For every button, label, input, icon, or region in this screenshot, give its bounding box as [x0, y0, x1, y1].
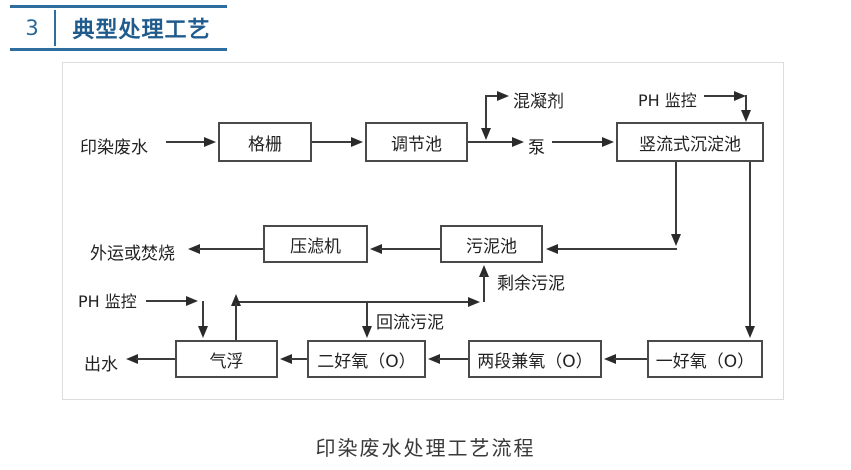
line-flotation-effluent [136, 358, 175, 360]
node-first-aerobic: 一好氧（O） [647, 340, 763, 378]
node-air-flotation: 气浮 [175, 340, 278, 378]
arrow-coagulant-down [481, 128, 491, 140]
arrow-into-second-aerobic [428, 354, 440, 364]
arrow-ph-top-right [734, 91, 746, 101]
section-header: 3 典型处理工艺 [10, 5, 227, 51]
arrow-ph-into-flotation [198, 326, 208, 338]
arrow-into-sludge-tank [546, 244, 558, 254]
line-grating-regulating [312, 141, 352, 143]
line-facultative-aerobic2 [438, 358, 468, 360]
label-return-sludge: 回流污泥 [376, 313, 444, 333]
arrow-into-grating [204, 137, 216, 147]
section-title: 典型处理工艺 [72, 18, 211, 43]
line-surplus-vertical [483, 274, 485, 302]
line-coagulant-vertical [485, 96, 487, 130]
label-disposal: 外运或焚烧 [90, 244, 175, 264]
line-regulating-pump [468, 141, 513, 143]
line-pump-sedimentation [552, 141, 603, 143]
label-pump: 泵 [528, 138, 545, 158]
line-sludge-filter [380, 248, 440, 250]
node-regulating-tank: 调节池 [365, 122, 468, 162]
line-aerobic1-facultative [614, 358, 647, 360]
line-flotation-riser [235, 303, 237, 340]
arrow-into-filter-press [370, 244, 382, 254]
arrow-recycle-to-surplus [468, 297, 480, 307]
line-ph-top [704, 95, 736, 97]
arrow-into-sedimentation [602, 137, 614, 147]
arrow-into-facultative [604, 354, 616, 364]
arrow-to-effluent [126, 354, 138, 364]
line-recycle-horizontal [236, 301, 470, 303]
line-coagulant-horizontal [485, 95, 498, 97]
arrow-sedimentation-sludge-down [671, 234, 681, 246]
section-number: 3 [25, 16, 39, 40]
label-effluent: 出水 [84, 355, 118, 375]
arrow-ph-into-sedimentation [741, 110, 751, 122]
label-coagulant: 混凝剂 [513, 92, 564, 112]
arrow-into-regulating [351, 137, 363, 147]
node-two-stage-facultative: 两段兼氧（O） [468, 340, 602, 378]
line-aerobic2-flotation [290, 358, 307, 360]
label-ph-monitor-top: PH 监控 [638, 91, 697, 110]
arrow-into-first-aerobic [745, 326, 755, 338]
node-sludge-tank: 污泥池 [440, 225, 543, 263]
node-second-aerobic: 二好氧（O） [307, 340, 426, 378]
arrow-ph-bottom-right [186, 296, 198, 306]
label-influent: 印染废水 [80, 138, 148, 158]
label-ph-monitor-bottom: PH 监控 [78, 292, 137, 311]
line-sedimentation-sludge-horizontal [556, 248, 677, 250]
header-divider [54, 10, 56, 46]
line-ph-bottom [146, 300, 188, 302]
arrow-into-flotation [280, 354, 292, 364]
line-ph-top-vertical [745, 95, 747, 112]
arrow-surplus-into-sludge [479, 265, 489, 277]
arrow-to-disposal [188, 244, 200, 254]
figure-caption: 印染废水处理工艺流程 [315, 436, 536, 460]
arrow-into-second-aerobic-top [362, 326, 372, 338]
node-filter-press: 压滤机 [263, 225, 368, 263]
label-surplus-sludge: 剩余污泥 [497, 274, 565, 294]
node-grating: 格栅 [218, 122, 312, 162]
line-filter-disposal [198, 248, 263, 250]
line-ph-bottom-vertical [202, 301, 204, 328]
arrow-into-pump [512, 137, 524, 147]
arrow-flotation-up [231, 294, 241, 306]
line-influent-grating [166, 141, 205, 143]
node-sedimentation-tank: 竖流式沉淀池 [616, 122, 764, 162]
arrow-to-coagulant [497, 91, 509, 101]
line-return-drop [366, 302, 368, 329]
line-sedimentation-sludge-vertical [675, 162, 677, 236]
line-sedimentation-aerobic1 [749, 162, 751, 328]
